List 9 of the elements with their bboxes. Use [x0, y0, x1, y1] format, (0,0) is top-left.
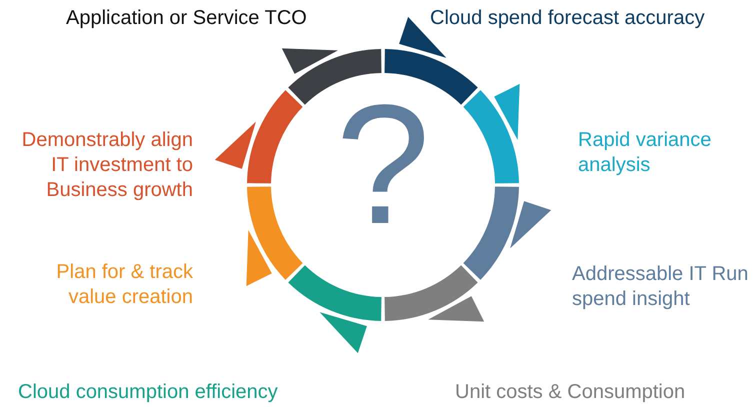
- goal-text: Plan for & track value creation: [55, 260, 193, 310]
- goal-text: Addressable IT Run spend insight: [572, 262, 750, 312]
- goal-text: Application or Service TCO: [66, 6, 308, 31]
- goal-text: Cloud spend forecast accuracy: [430, 6, 706, 31]
- question-mark: ?: [334, 69, 432, 262]
- goal-text: Unit costs & Consumption: [455, 380, 686, 405]
- goal-text: Rapid variance analysis: [578, 128, 712, 178]
- goal-text: Cloud consumption efficiency: [18, 380, 279, 405]
- goal-text: Demonstrably align IT investment to Business growth: [20, 128, 193, 203]
